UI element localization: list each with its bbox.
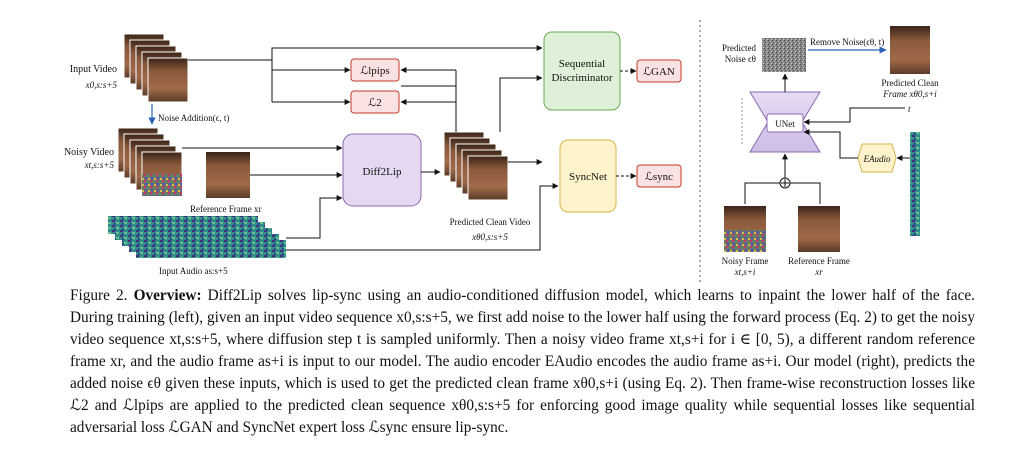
noise-addition-label: Noise Addition(ϵ, t) bbox=[158, 113, 229, 123]
loss-gan-label: ℒGAN bbox=[643, 66, 675, 78]
noisy-frame-line1: Noisy Frame bbox=[722, 256, 769, 266]
predicted-clean-video-stack bbox=[443, 131, 509, 201]
remove-noise-label: Remove Noise(ϵθ, t) bbox=[810, 37, 884, 47]
predicted-clean-frame-image bbox=[890, 26, 930, 74]
predicted-noise-line1: Predicted bbox=[722, 43, 756, 53]
figure-caption: Figure 2. Overview: Diff2Lip solves lip-… bbox=[70, 285, 975, 439]
predicted-clean-video-math: xθ0,s:s+5 bbox=[471, 232, 508, 242]
input-video-label: Input Video bbox=[70, 64, 117, 75]
loss-lpips-label: ℒlpips bbox=[360, 65, 389, 77]
reference-frame-right-line2: xr bbox=[814, 267, 823, 277]
input-audio-stack bbox=[108, 216, 286, 258]
diff2lip-label: Diff2Lip bbox=[363, 166, 402, 178]
noisy-video-stack bbox=[117, 127, 183, 197]
predicted-clean-video-label: Predicted Clean Video bbox=[450, 217, 531, 227]
predicted-noise-line2: Noise ϵθ bbox=[725, 54, 756, 64]
caption-text: Diff2Lip solves lip-sync using an audio-… bbox=[70, 287, 975, 436]
predicted-clean-frame-line1: Predicted Clean bbox=[881, 78, 939, 88]
predicted-noise-image bbox=[762, 38, 806, 72]
sequential-discriminator-box bbox=[543, 31, 621, 111]
syncnet-label: SyncNet bbox=[569, 171, 607, 183]
t-label: t bbox=[908, 104, 911, 114]
caption-fig-label: Figure 2. bbox=[70, 287, 128, 304]
sequential-discriminator-line1: Sequential bbox=[559, 58, 605, 70]
predicted-clean-frame-line2: Frame xθ0,s+i bbox=[882, 89, 937, 99]
audio-frame-strip bbox=[910, 132, 920, 236]
reference-frame-label: Reference Frame xr bbox=[190, 204, 261, 214]
overview-figure: Input Video x0,s:s+5 Noise Addition(ϵ, t… bbox=[64, 20, 939, 282]
noisy-video-label: Noisy Video bbox=[64, 147, 114, 158]
sequential-discriminator-line2: Discriminator bbox=[551, 72, 612, 84]
noisy-frame-line2: xt,s+i bbox=[734, 267, 756, 277]
input-audio-label: Input Audio as:s+5 bbox=[159, 266, 228, 276]
loss-sync-label: ℒsync bbox=[645, 171, 673, 183]
diff2lip-box bbox=[342, 133, 422, 207]
reference-frame-image-right bbox=[798, 206, 840, 252]
reference-frame-right-line1: Reference Frame bbox=[788, 256, 850, 266]
caption-title: Overview: bbox=[133, 287, 202, 304]
unet-core bbox=[766, 113, 804, 133]
loss-l2-box bbox=[350, 90, 400, 114]
unet-label: UNet bbox=[775, 119, 795, 129]
loss-sync-box bbox=[636, 164, 682, 188]
e-audio-label: EAudio bbox=[863, 154, 891, 164]
input-video-math: x0,s:s+5 bbox=[85, 80, 118, 90]
loss-gan-box bbox=[636, 59, 682, 83]
figure-canvas: Input Video x0,s:s+5 Noise Addition(ϵ, t… bbox=[64, 20, 939, 282]
reference-frame-image bbox=[206, 152, 250, 198]
loss-l2-label: ℒ2 bbox=[368, 97, 381, 109]
noisy-video-math: xt,s:s+5 bbox=[84, 160, 115, 170]
input-video-stack bbox=[123, 33, 189, 103]
loss-lpips-box bbox=[350, 58, 400, 82]
